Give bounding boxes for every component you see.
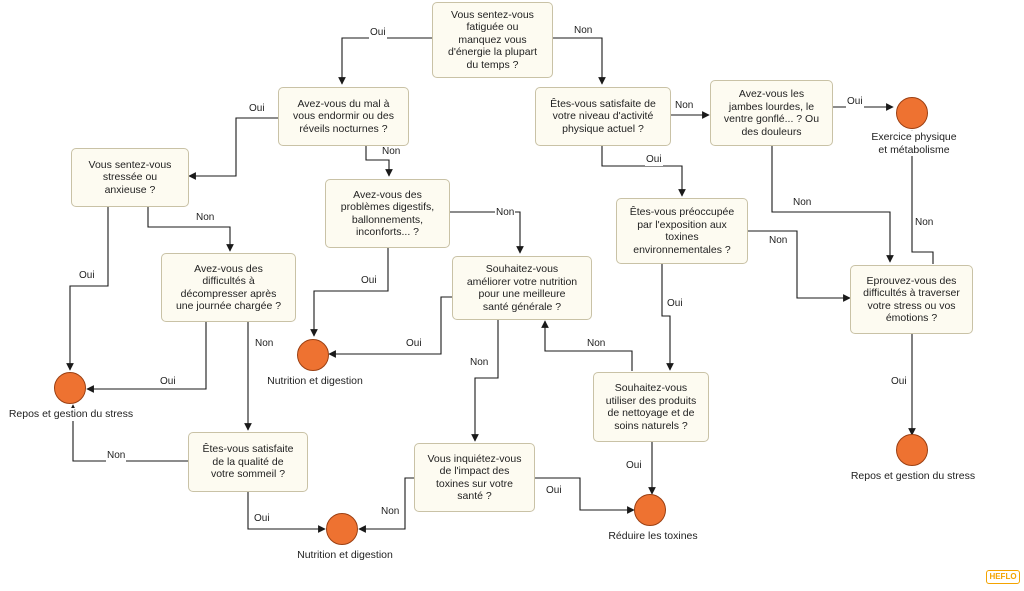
edge-label: Non [381, 146, 402, 158]
edge-label: Oui [645, 154, 663, 166]
question-toxins-env: Êtes-vous préoccupée par l'exposition au… [616, 198, 748, 264]
terminal-toxins-circle [634, 494, 666, 526]
edge-label: Oui [253, 513, 271, 525]
question-sleep-quality: Êtes-vous satisfaite de la qualité de vo… [188, 432, 308, 492]
edge-label: Non [254, 338, 275, 350]
edge-toxin-impact-oui [535, 477, 635, 514]
outcome-exercise: Exercice physique et métabolisme [862, 131, 966, 156]
edge-label: Oui [248, 103, 266, 115]
edge-label: Oui [405, 338, 423, 350]
edge-label: Non [469, 357, 490, 369]
edge-label: Non [914, 217, 935, 229]
edge-decompress-oui [86, 322, 207, 393]
edge-toxin-impact-non [358, 477, 414, 533]
edge-label: Oui [360, 275, 378, 287]
edge-toxins-env-oui [661, 264, 674, 371]
question-sleep-pain: Avez-vous du mal à vous endormir ou des … [278, 87, 409, 146]
edge-stressed-non [147, 207, 234, 252]
edge-fatigue-non [553, 37, 606, 85]
terminal-nutrition-bottom-circle [326, 513, 358, 545]
edge-activity-oui [601, 146, 686, 197]
edge-label: Oui [666, 298, 684, 310]
edge-legs-non [771, 146, 894, 263]
edge-sleepq-non [69, 404, 188, 462]
terminal-exercise-circle [896, 97, 928, 129]
edge-label: Oui [625, 460, 643, 472]
edge-sleep-oui [188, 117, 278, 180]
question-emotions: Eprouvez-vous des difficultés à traverse… [850, 265, 973, 334]
edge-nutrition-oui [328, 296, 452, 358]
edge-label: Oui [369, 27, 387, 39]
outcome-nutrition-bottom: Nutrition et digestion [288, 549, 402, 562]
question-decompress: Avez-vous des difficultés à décompresser… [161, 253, 296, 322]
edge-label: Non [495, 207, 516, 219]
edge-label: Oui [846, 96, 864, 108]
edge-label: Non [380, 506, 401, 518]
edge-label: Non [674, 100, 695, 112]
question-legs: Avez-vous les jambes lourdes, le ventre … [710, 80, 833, 146]
question-products: Souhaitez-vous utiliser des produits de … [593, 372, 709, 442]
edge-sleepq-oui [247, 492, 326, 533]
edge-label: Non [586, 338, 607, 350]
question-digestion: Avez-vous des problèmes digestifs, ballo… [325, 179, 450, 248]
outcome-rest-right: Repos et gestion du stress [843, 470, 983, 483]
edge-digestion-oui [310, 248, 389, 337]
outcome-nutrition-mid: Nutrition et digestion [258, 375, 372, 388]
terminal-rest-right-circle [896, 434, 928, 466]
edge-nutrition-non [471, 320, 499, 442]
edge-label: Non [573, 25, 594, 37]
edge-stressed-oui [66, 207, 109, 371]
outcome-toxins: Réduire les toxines [601, 530, 705, 543]
edge-emotions-non [908, 130, 934, 264]
terminal-nutrition-mid-circle [297, 339, 329, 371]
question-fatigue: Vous sentez-vous fatiguée ou manquez vou… [432, 2, 553, 78]
question-nutrition: Souhaitez-vous améliorer votre nutrition… [452, 256, 592, 320]
outcome-rest-left: Repos et gestion du stress [2, 408, 140, 421]
terminal-rest-left-circle [54, 372, 86, 404]
edge-digestion-non [450, 211, 524, 254]
edge-label: Non [195, 212, 216, 224]
question-stressed: Vous sentez-vous stressée ou anxieuse ? [71, 148, 189, 207]
edge-label: Non [106, 450, 127, 462]
edge-sleep-non [365, 146, 393, 177]
question-activity: Êtes-vous satisfaite de votre niveau d'a… [535, 87, 671, 146]
edge-fatigue-oui [338, 37, 432, 85]
edge-label: Oui [890, 376, 908, 388]
edge-label: Oui [545, 485, 563, 497]
edge-label: Non [792, 197, 813, 209]
edge-label: Oui [78, 270, 96, 282]
edge-products-non [541, 320, 633, 371]
heflo-logo: HEFLO [986, 570, 1020, 584]
question-toxin-impact: Vous inquiétez-vous de l'impact des toxi… [414, 443, 535, 512]
edge-label: Oui [159, 376, 177, 388]
edge-label: Non [768, 235, 789, 247]
edge-toxins-env-non [748, 230, 851, 302]
